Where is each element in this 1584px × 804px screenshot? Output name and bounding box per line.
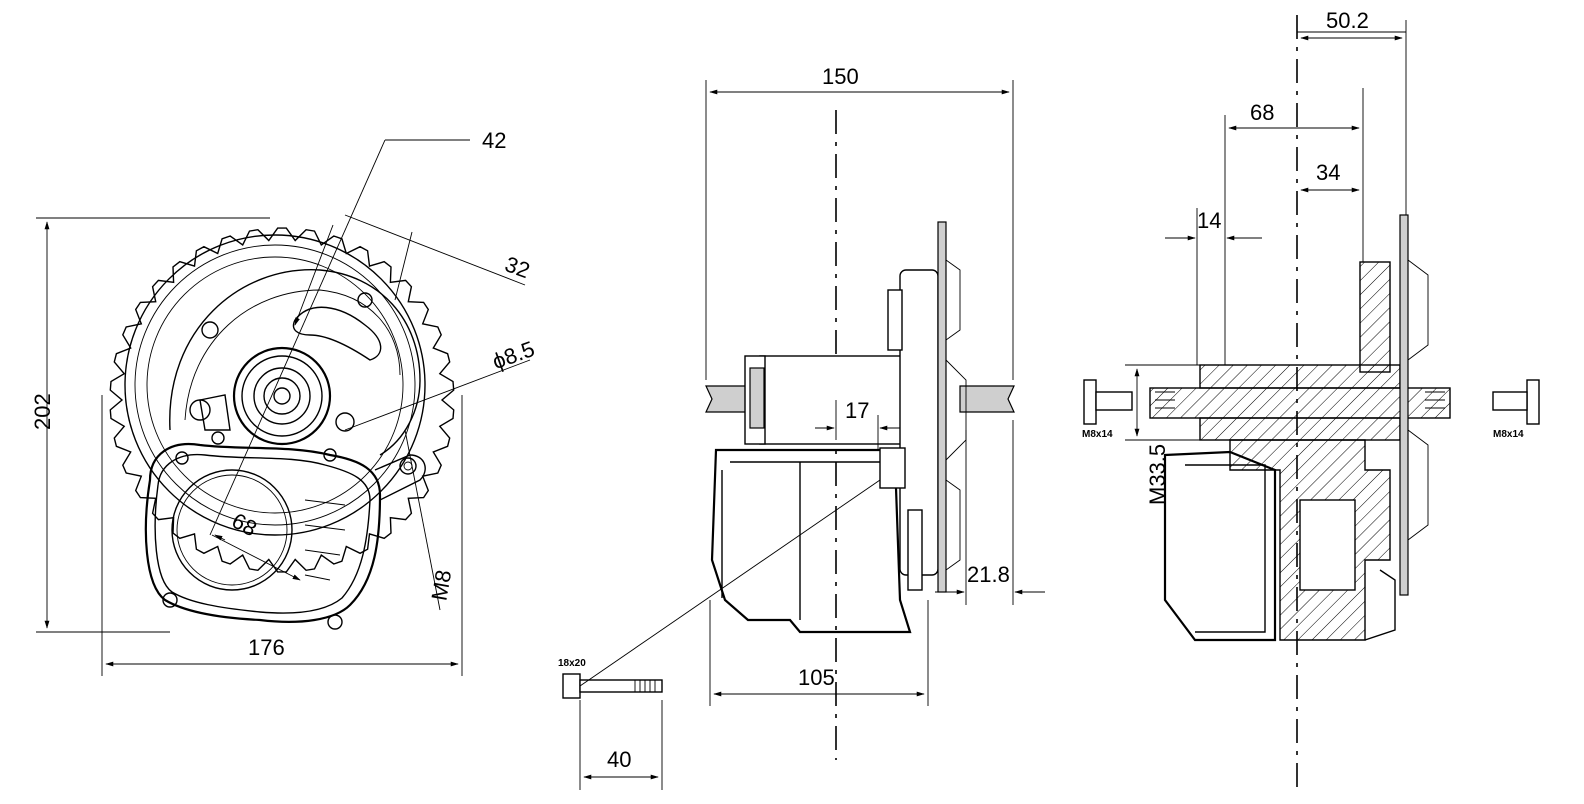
- side-bolt: [562, 479, 881, 699]
- dim-68-front: 68: [228, 508, 261, 542]
- dim-m8: M8: [426, 568, 456, 602]
- spindle-hub: [211, 346, 355, 462]
- dim-14: 14: [1197, 208, 1221, 233]
- dim-21-8: 21.8: [967, 562, 1010, 587]
- front-view: 42 32 ϕ8.5 202 68 M8 176: [30, 128, 538, 676]
- dim-176: 176: [248, 635, 285, 660]
- chainring: [109, 227, 455, 573]
- dim-50-2: 50.2: [1326, 8, 1369, 33]
- dim-42: 42: [482, 128, 506, 153]
- bolt-label-right: M8x14: [1493, 429, 1524, 440]
- crank-spider: [169, 269, 421, 456]
- dim-m33-5: M33.5: [1145, 444, 1170, 505]
- dim-phi-8-5: ϕ8.5: [489, 336, 538, 374]
- bolt-label-left: M8x14: [1082, 429, 1113, 440]
- dim-34: 34: [1316, 160, 1340, 185]
- dim-17: 17: [845, 398, 869, 423]
- dim-68-section: 68: [1250, 100, 1274, 125]
- section-bolt-right: [1492, 379, 1540, 425]
- front-dimensions: [36, 139, 531, 676]
- dim-32: 32: [502, 251, 534, 283]
- dim-105: 105: [798, 665, 835, 690]
- motor-housing: [144, 442, 426, 630]
- side-view: 150 17 21.8 105 40 18x20: [558, 64, 1045, 790]
- bolt-label-18x20: 18x20: [558, 658, 586, 669]
- section-view: 50.2 68 34 14 M33.5 M8x14 M8x14: [1082, 8, 1540, 790]
- dim-40: 40: [607, 747, 631, 772]
- dim-150: 150: [822, 64, 859, 89]
- section-bolt-left: [1083, 379, 1133, 425]
- dim-202: 202: [30, 393, 55, 430]
